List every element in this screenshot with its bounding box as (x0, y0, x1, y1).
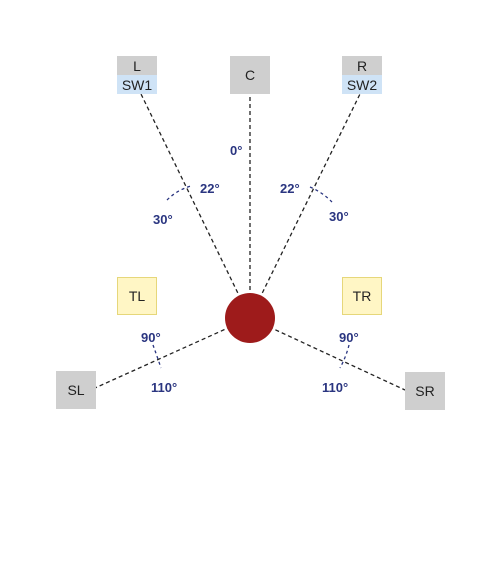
angle-left-outer: 30° (153, 212, 173, 227)
angle-left-inner: 22° (200, 181, 220, 196)
speaker-left-label: L (117, 56, 157, 75)
line-to-left (140, 93, 251, 319)
angle-sr-inner: 90° (339, 330, 359, 345)
speaker-right-label: R (342, 56, 382, 75)
arc-sl-angle (152, 344, 162, 369)
angle-center: 0° (230, 143, 243, 158)
arc-sr-angle (339, 344, 350, 369)
line-to-surround-right (249, 317, 406, 391)
angle-sr-outer: 110° (322, 380, 349, 395)
subwoofer-1-label: SW1 (117, 75, 157, 94)
speaker-top-left-label: TL (128, 288, 146, 304)
angle-sl-inner: 90° (141, 330, 161, 345)
line-to-surround-left (94, 317, 251, 389)
speaker-surround-left-label: SL (67, 382, 85, 398)
speaker-right: R SW2 (342, 56, 382, 94)
speaker-top-right: TR (342, 277, 382, 315)
listener-position (225, 293, 275, 343)
angle-sl-outer: 110° (151, 380, 178, 395)
speaker-top-left: TL (117, 277, 157, 315)
speaker-center-label: C (244, 67, 256, 83)
arc-left-angle (166, 185, 192, 201)
arc-right-angle (309, 186, 333, 203)
speaker-surround-right-label: SR (415, 383, 435, 399)
subwoofer-2-label: SW2 (342, 75, 382, 94)
speaker-surround-left: SL (56, 371, 96, 409)
speaker-surround-right: SR (405, 372, 445, 410)
speaker-top-right-label: TR (352, 288, 372, 304)
speaker-left: L SW1 (117, 56, 157, 94)
angle-right-outer: 30° (329, 209, 349, 224)
angle-right-inner: 22° (280, 181, 300, 196)
speaker-center: C (230, 56, 270, 94)
